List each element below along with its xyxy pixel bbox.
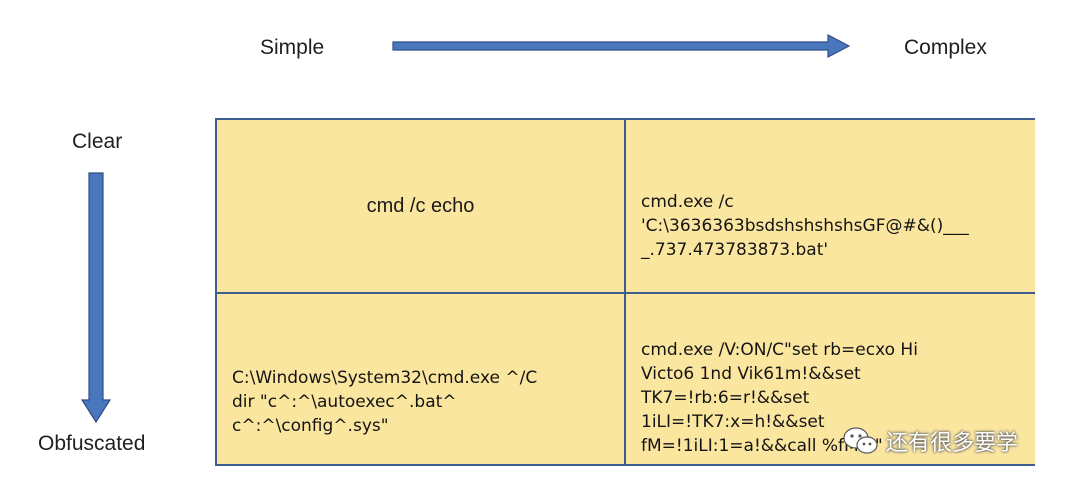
- obfuscation-matrix: cmd /c echo cmd.exe /c 'C:\3636363bsdshs…: [215, 118, 1035, 466]
- cell-complex-obfuscated-text: cmd.exe /V:ON/C"set rb=ecxo Hi Victo6 1n…: [641, 340, 918, 456]
- cell-complex-obfuscated: cmd.exe /V:ON/C"set rb=ecxo Hi Victo6 1n…: [641, 314, 1031, 458]
- label-complex: Complex: [904, 36, 987, 59]
- watermark-text: 还有很多要学: [886, 431, 1019, 456]
- cell-complex-clear: cmd.exe /c 'C:\3636363bsdshshshshsGF@#&(…: [641, 166, 1031, 262]
- grid-divider-vertical: [624, 118, 626, 466]
- cell-simple-clear: cmd /c echo: [217, 120, 624, 292]
- arrow-right-icon: [392, 34, 851, 58]
- cell-simple-obfuscated: C:\Windows\System32\cmd.exe ^/C dir "c^:…: [232, 342, 622, 438]
- wechat-icon: [843, 427, 878, 454]
- label-simple: Simple: [260, 36, 325, 59]
- cell-simple-clear-text: cmd /c echo: [366, 194, 475, 217]
- watermark: 还有很多要学: [842, 425, 1018, 457]
- label-clear: Clear: [72, 130, 123, 153]
- cell-complex-clear-text: cmd.exe /c 'C:\3636363bsdshshshshsGF@#&(…: [641, 192, 969, 260]
- arrow-down-icon: [80, 172, 112, 424]
- cell-simple-obfuscated-text: C:\Windows\System32\cmd.exe ^/C dir "c^:…: [232, 368, 538, 436]
- label-obfuscated: Obfuscated: [38, 432, 146, 455]
